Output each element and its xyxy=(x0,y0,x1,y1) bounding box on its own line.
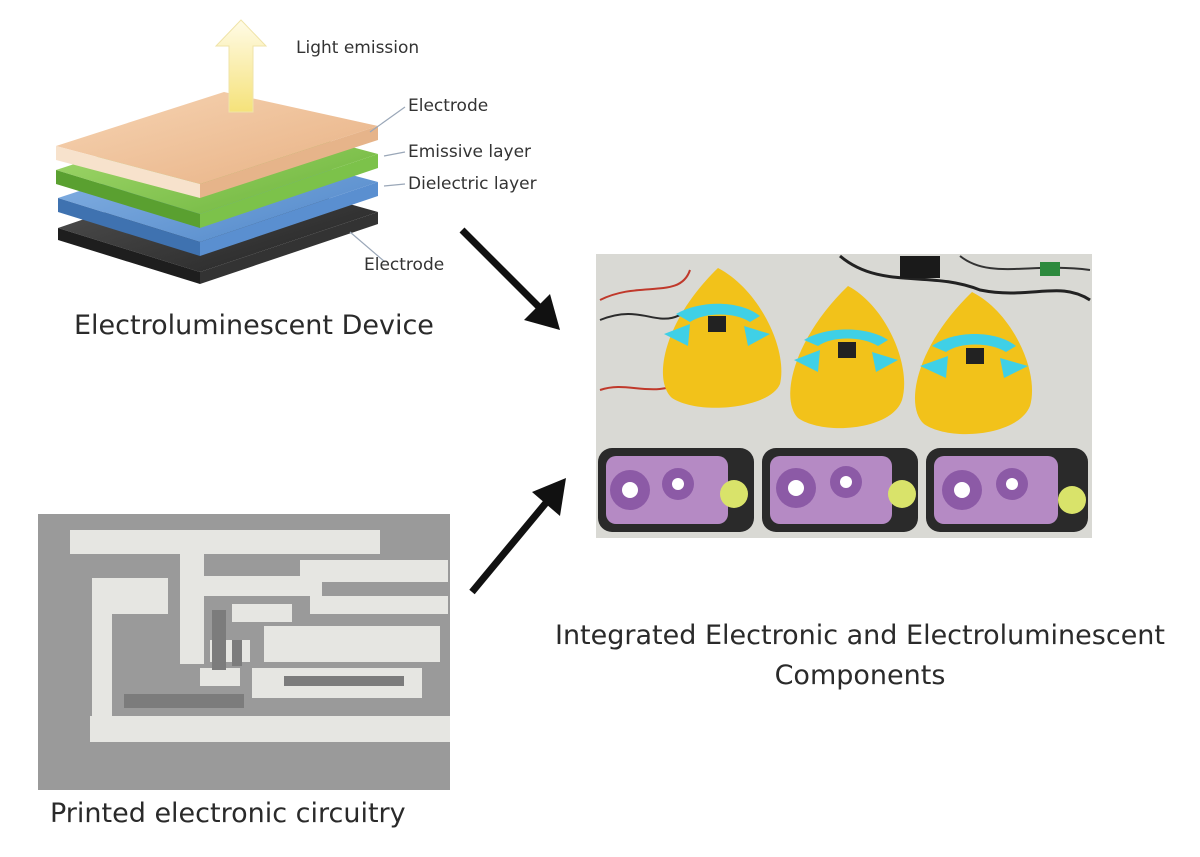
arrow-to-components xyxy=(459,227,560,330)
arrow-from-circuit xyxy=(469,478,566,595)
panel-3 xyxy=(926,448,1088,532)
photo-integrated-components xyxy=(596,254,1092,538)
emissive-layer-label: Emissive layer xyxy=(408,142,532,162)
dielectric-layer-label: Dielectric layer xyxy=(408,174,537,194)
device-caption: Electroluminescent Device xyxy=(74,310,434,341)
photo-printed-circuit xyxy=(38,514,450,790)
toy-3 xyxy=(914,292,1033,435)
panel-2 xyxy=(762,448,918,532)
toy-1 xyxy=(662,268,782,408)
electrode-bottom-label: Electrode xyxy=(364,255,445,275)
electrode-top-label: Electrode xyxy=(408,96,489,116)
light-emission-arrow xyxy=(214,19,268,113)
circuit-caption: Printed electronic circuitry xyxy=(50,798,406,829)
layer-electrode-top xyxy=(56,92,378,198)
components-caption: Integrated Electronic and Electrolumines… xyxy=(554,620,1166,691)
light-emission-label: Light emission xyxy=(296,38,420,58)
leader-lines xyxy=(349,106,406,263)
toy-2 xyxy=(790,286,905,429)
panel-1 xyxy=(598,448,754,532)
